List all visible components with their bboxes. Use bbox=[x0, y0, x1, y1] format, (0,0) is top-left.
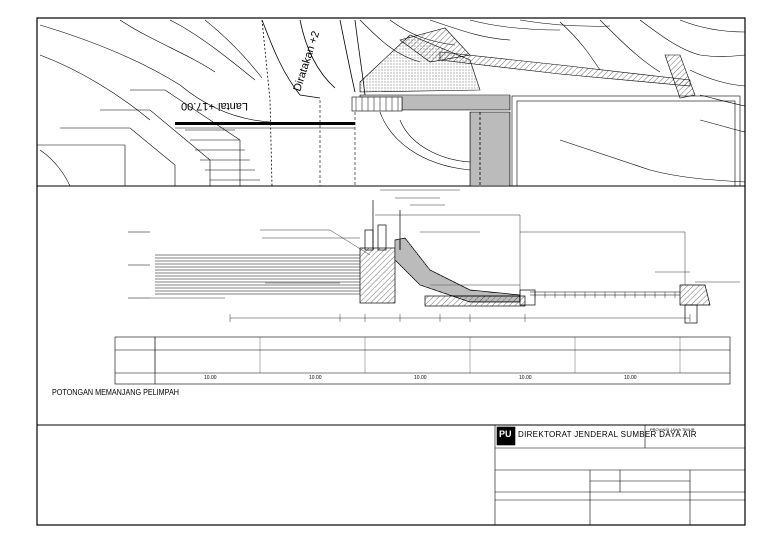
plan-view: Diratakan +2 Lantai +17.00 bbox=[37, 19, 746, 187]
leader-lines bbox=[150, 189, 740, 299]
sheet-border bbox=[36, 17, 746, 526]
project-region: PROVINSI JAWA TIMUR bbox=[650, 427, 695, 432]
elevation-markers bbox=[128, 231, 150, 299]
ruler-value-3: 10.00 bbox=[414, 375, 427, 381]
reservoir-lines bbox=[155, 254, 360, 295]
floor-level-label: Lantai +17.00 bbox=[181, 100, 248, 112]
ground-ticks bbox=[534, 292, 676, 298]
spillway-plan bbox=[319, 27, 741, 187]
title-block bbox=[494, 425, 745, 525]
section-caption: POTONGAN MEMANJANG PELIMPAH bbox=[52, 388, 179, 397]
agency-name: DIREKTORAT JENDERAL SUMBER DAYA AIR bbox=[518, 430, 697, 439]
road-label: Diratakan +2 bbox=[291, 30, 322, 93]
spillway-profile bbox=[359, 200, 711, 324]
ruler-value-5: 10.00 bbox=[624, 375, 637, 381]
stepped-slope bbox=[37, 89, 260, 186]
ruler-value-2: 10.00 bbox=[309, 375, 322, 381]
dimension-lines bbox=[229, 214, 691, 322]
section-view bbox=[114, 189, 740, 385]
floor-slab bbox=[175, 122, 355, 125]
ruler-value-1: 10.00 bbox=[204, 375, 217, 381]
ruler-value-4: 10.00 bbox=[519, 375, 532, 381]
agency-logo-text: PU bbox=[499, 429, 512, 439]
profile-table-ticks bbox=[154, 337, 681, 373]
